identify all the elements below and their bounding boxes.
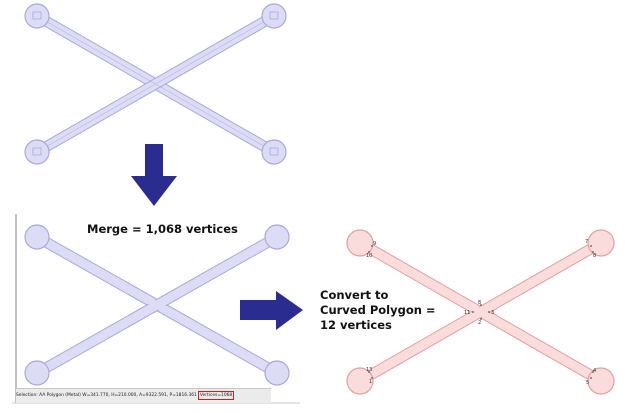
vertex-number: 2 <box>478 320 481 326</box>
merged-pad-top-right <box>264 224 290 250</box>
vertex-number: 8 <box>593 253 596 259</box>
right-arrow-icon <box>240 291 303 330</box>
curved-pad-top-right <box>587 229 615 257</box>
curved-polygon-x-shape: 9 10 7 8 8 11 3 2 13 1 4 5 <box>346 229 615 395</box>
vertex-number: 1 <box>369 379 372 385</box>
vertex-number: 9 <box>373 241 376 247</box>
original-pad-top-right <box>261 3 287 29</box>
merged-x-shape <box>24 224 290 386</box>
merged-pad-bottom-right <box>264 360 290 386</box>
convert-label-line-1: Convert to <box>320 288 389 302</box>
vertex-number: 7 <box>585 239 588 245</box>
merged-pad-top-left <box>24 224 50 250</box>
vertex-number: 11 <box>464 310 470 316</box>
original-pad-bottom-right <box>261 139 287 165</box>
merged-pad-bottom-left <box>24 360 50 386</box>
curved-pad-bottom-left <box>346 367 374 395</box>
original-pad-top-left <box>24 3 50 29</box>
vertex-number: 3 <box>491 310 494 316</box>
curved-pad-top-left <box>346 229 374 257</box>
vertex-number: 4 <box>593 368 596 374</box>
vertex-number: 8 <box>478 300 481 306</box>
vertex-number: 13 <box>366 367 372 373</box>
vertex-number: 10 <box>366 253 372 259</box>
vertex-number: 5 <box>586 380 589 386</box>
down-arrow-icon <box>131 144 177 206</box>
convert-label-line-3: 12 vertices <box>320 318 392 332</box>
vertex-markers <box>368 245 594 379</box>
curved-pad-bottom-right <box>587 367 615 395</box>
convert-label: Convert to Curved Polygon = 12 vertices <box>320 288 436 333</box>
merge-label: Merge = 1,068 vertices <box>87 222 238 236</box>
original-pad-bottom-left <box>24 139 50 165</box>
status-bar: Selection: AA Polygon (Metal) W=341.770,… <box>16 388 271 403</box>
status-bar-selection-text: Selection: AA Polygon (Metal) W=341.770,… <box>16 393 197 398</box>
convert-label-line-2: Curved Polygon = <box>320 303 436 317</box>
original-x-shape <box>24 3 287 165</box>
status-bar-vertex-count: Vertices=1068 <box>197 391 235 400</box>
editor-window-frame <box>12 214 300 404</box>
